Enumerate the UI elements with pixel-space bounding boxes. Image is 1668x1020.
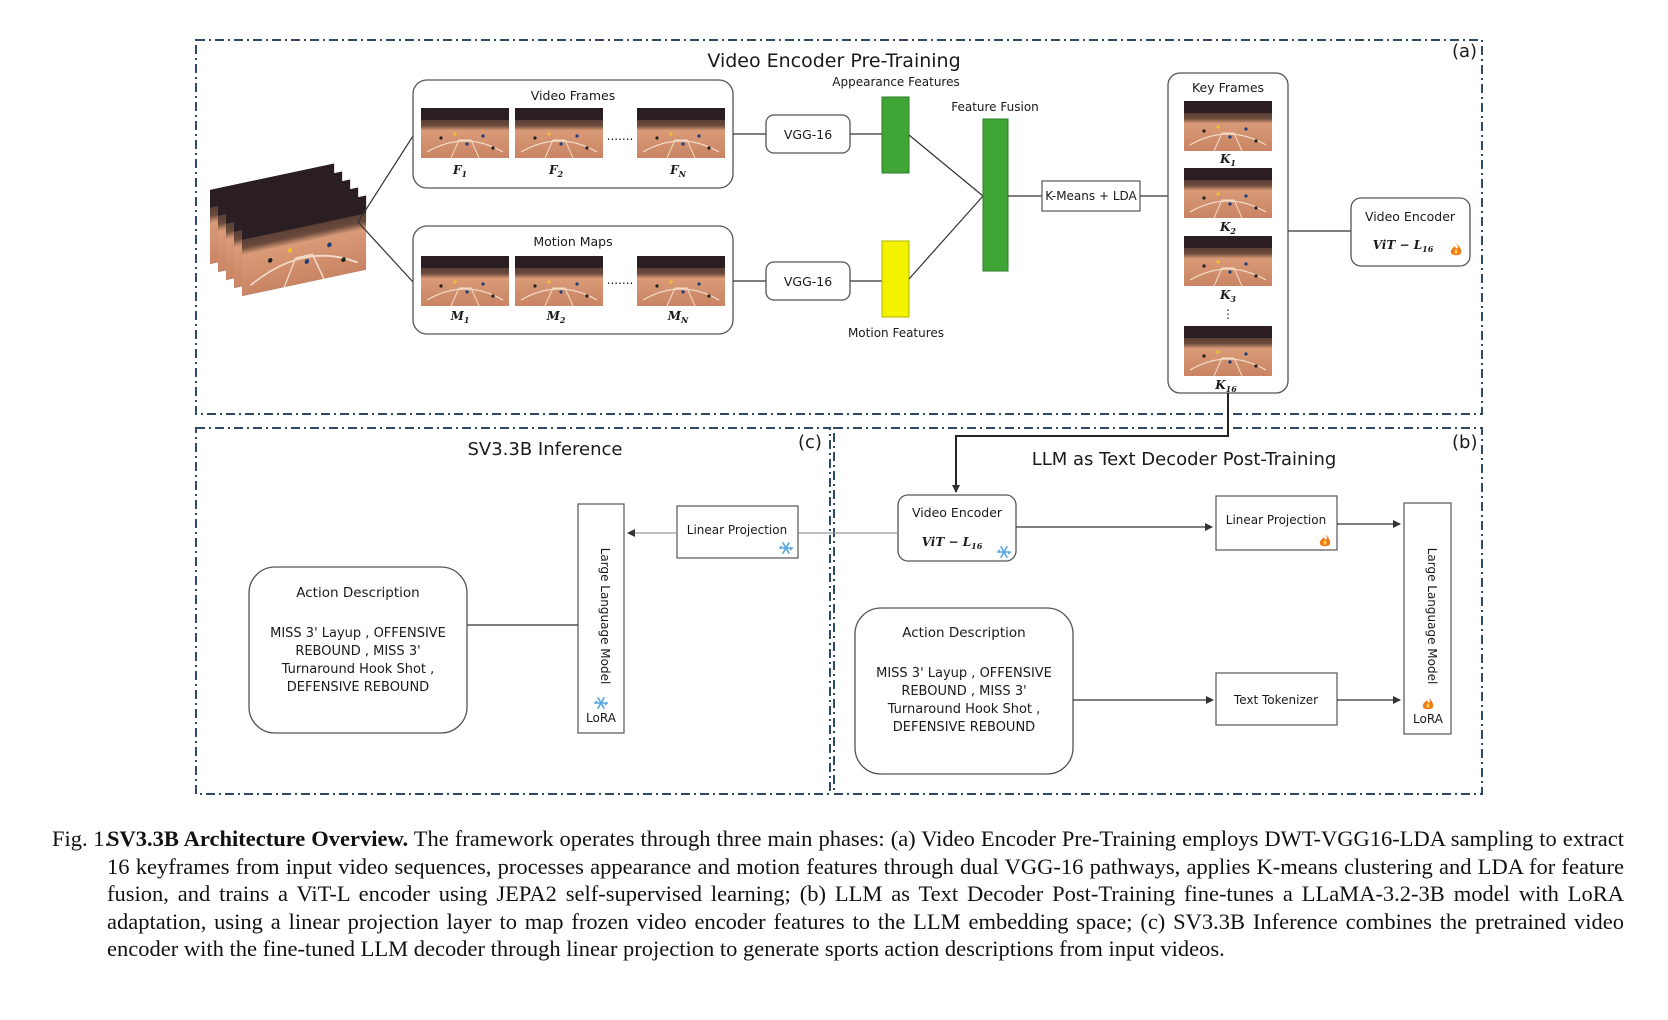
action-description-line-c-1: MISS 3' Layup , OFFENSIVE [270,626,446,641]
appearance-features-bar [881,96,910,174]
panel-c-border [195,427,831,795]
key-frames-title: Key Frames [1192,80,1264,95]
panel-a-tag: (a) [1452,41,1477,62]
architecture-diagram: Video Encoder Pre-Training (a) SV3.3B In… [195,39,1483,795]
panel-c-title: SV3.3B Inference [467,439,622,460]
action-description-line-b-1: MISS 3' Layup , OFFENSIVE [876,666,1052,681]
key-frame-label-1: K1 [1219,152,1236,168]
panel-c-tag: (c) [798,432,822,453]
panel-b-border [833,427,1483,795]
caption-body: SV3.3B Architecture Overview. The framew… [52,825,1624,963]
panel-a-border [195,39,1483,415]
figure-caption: Fig. 1. SV3.3B Architecture Overview. Th… [52,825,1624,963]
kmeans-lda-label: K-Means + LDA [1045,189,1137,203]
appearance-features-label: Appearance Features [832,75,959,89]
motion-map-thumb-1 [420,255,510,307]
frame-label-fn: FN [669,163,687,179]
video-frames-title: Video Frames [531,88,615,103]
vgg16-label-top: VGG-16 [784,127,832,142]
video-frame-thumb-1 [420,107,510,159]
action-description-line-c-2: REBOUND , MISS 3' [295,644,420,659]
motion-maps-ellipsis: ....... [607,273,634,287]
video-frames-ellipsis: ....... [607,129,634,143]
motion-map-thumb-2 [514,255,604,307]
frame-label-f1: F1 [452,163,467,179]
frame-label-f2: F2 [548,163,564,179]
motion-label-mn: MN [667,309,689,325]
kmeans-lda-box [1041,180,1141,212]
motion-map-thumb-n [636,255,726,307]
input-video-stack [209,162,367,297]
motion-label-m1: M1 [450,309,470,325]
video-encoder-title-b: Video Encoder [912,505,1003,520]
keyframes-to-encoder-arrow [952,393,1229,493]
llm-box-b [1403,502,1452,735]
action-description-line-b-4: DEFENSIVE REBOUND [893,720,1035,735]
video-encoder-box-b [897,494,1017,562]
text-tokenizer-box [1215,672,1338,726]
motion-label-m2: M2 [546,309,566,325]
action-description-line-b-2: REBOUND , MISS 3' [901,684,1026,699]
action-description-line-b-3: Turnaround Hook Shot , [887,702,1041,717]
motion-features-label: Motion Features [848,326,944,340]
panel-b-tag: (b) [1452,432,1477,453]
llm-lora-c: LoRA [586,711,617,725]
panel-a-title: Video Encoder Pre-Training [707,50,960,72]
video-encoder-model-a: ViT − L16 [1373,238,1434,254]
key-frame-thumb-16 [1183,325,1273,377]
action-description-box-b [854,607,1074,775]
key-frame-thumb-2 [1183,167,1273,219]
video-encoder-box-a [1350,197,1471,267]
key-frames-ellipsis: ⋮ [1222,307,1234,321]
video-frame-thumb-n [636,107,726,159]
action-description-line-c-4: DEFENSIVE REBOUND [287,680,429,695]
key-frame-label-16: K16 [1214,378,1237,394]
linear-projection-box-b [1215,495,1338,551]
video-encoder-title-a: Video Encoder [1365,209,1456,224]
llm-label-b: Large Language Model [1425,548,1439,685]
motion-maps-title: Motion Maps [533,234,612,249]
llm-box-c [577,503,625,734]
key-frame-thumb-1 [1183,100,1273,152]
motion-features-bar [881,240,910,318]
vgg16-label-bottom: VGG-16 [784,274,832,289]
caption-title: SV3.3B Architecture Overview. [107,826,409,851]
feature-fusion-bar [982,118,1009,272]
action-description-title-c: Action Description [296,585,419,601]
feature-fusion-label: Feature Fusion [951,100,1039,114]
linear-projection-label-b: Linear Projection [1226,513,1326,527]
action-description-line-c-3: Turnaround Hook Shot , [281,662,435,677]
linear-projection-label-c: Linear Projection [687,523,787,537]
llm-lora-b: LoRA [1413,712,1444,726]
video-encoder-model-b: ViT − L16 [922,535,983,551]
key-frame-label-2: K2 [1219,220,1236,236]
key-frame-thumb-3 [1183,235,1273,287]
llm-label-c: Large Language Model [598,548,612,685]
caption-fig-number: Fig. 1. [52,826,111,851]
panel-b-title: LLM as Text Decoder Post-Training [1032,449,1337,470]
linear-projection-box-c [676,505,799,559]
action-description-box-c [248,566,468,734]
video-frame-thumb-2 [514,107,604,159]
text-tokenizer-label: Text Tokenizer [1233,693,1318,707]
key-frame-label-3: K3 [1219,288,1236,304]
caption-text: The framework operates through three mai… [107,826,1624,961]
action-description-title-b: Action Description [902,625,1025,641]
